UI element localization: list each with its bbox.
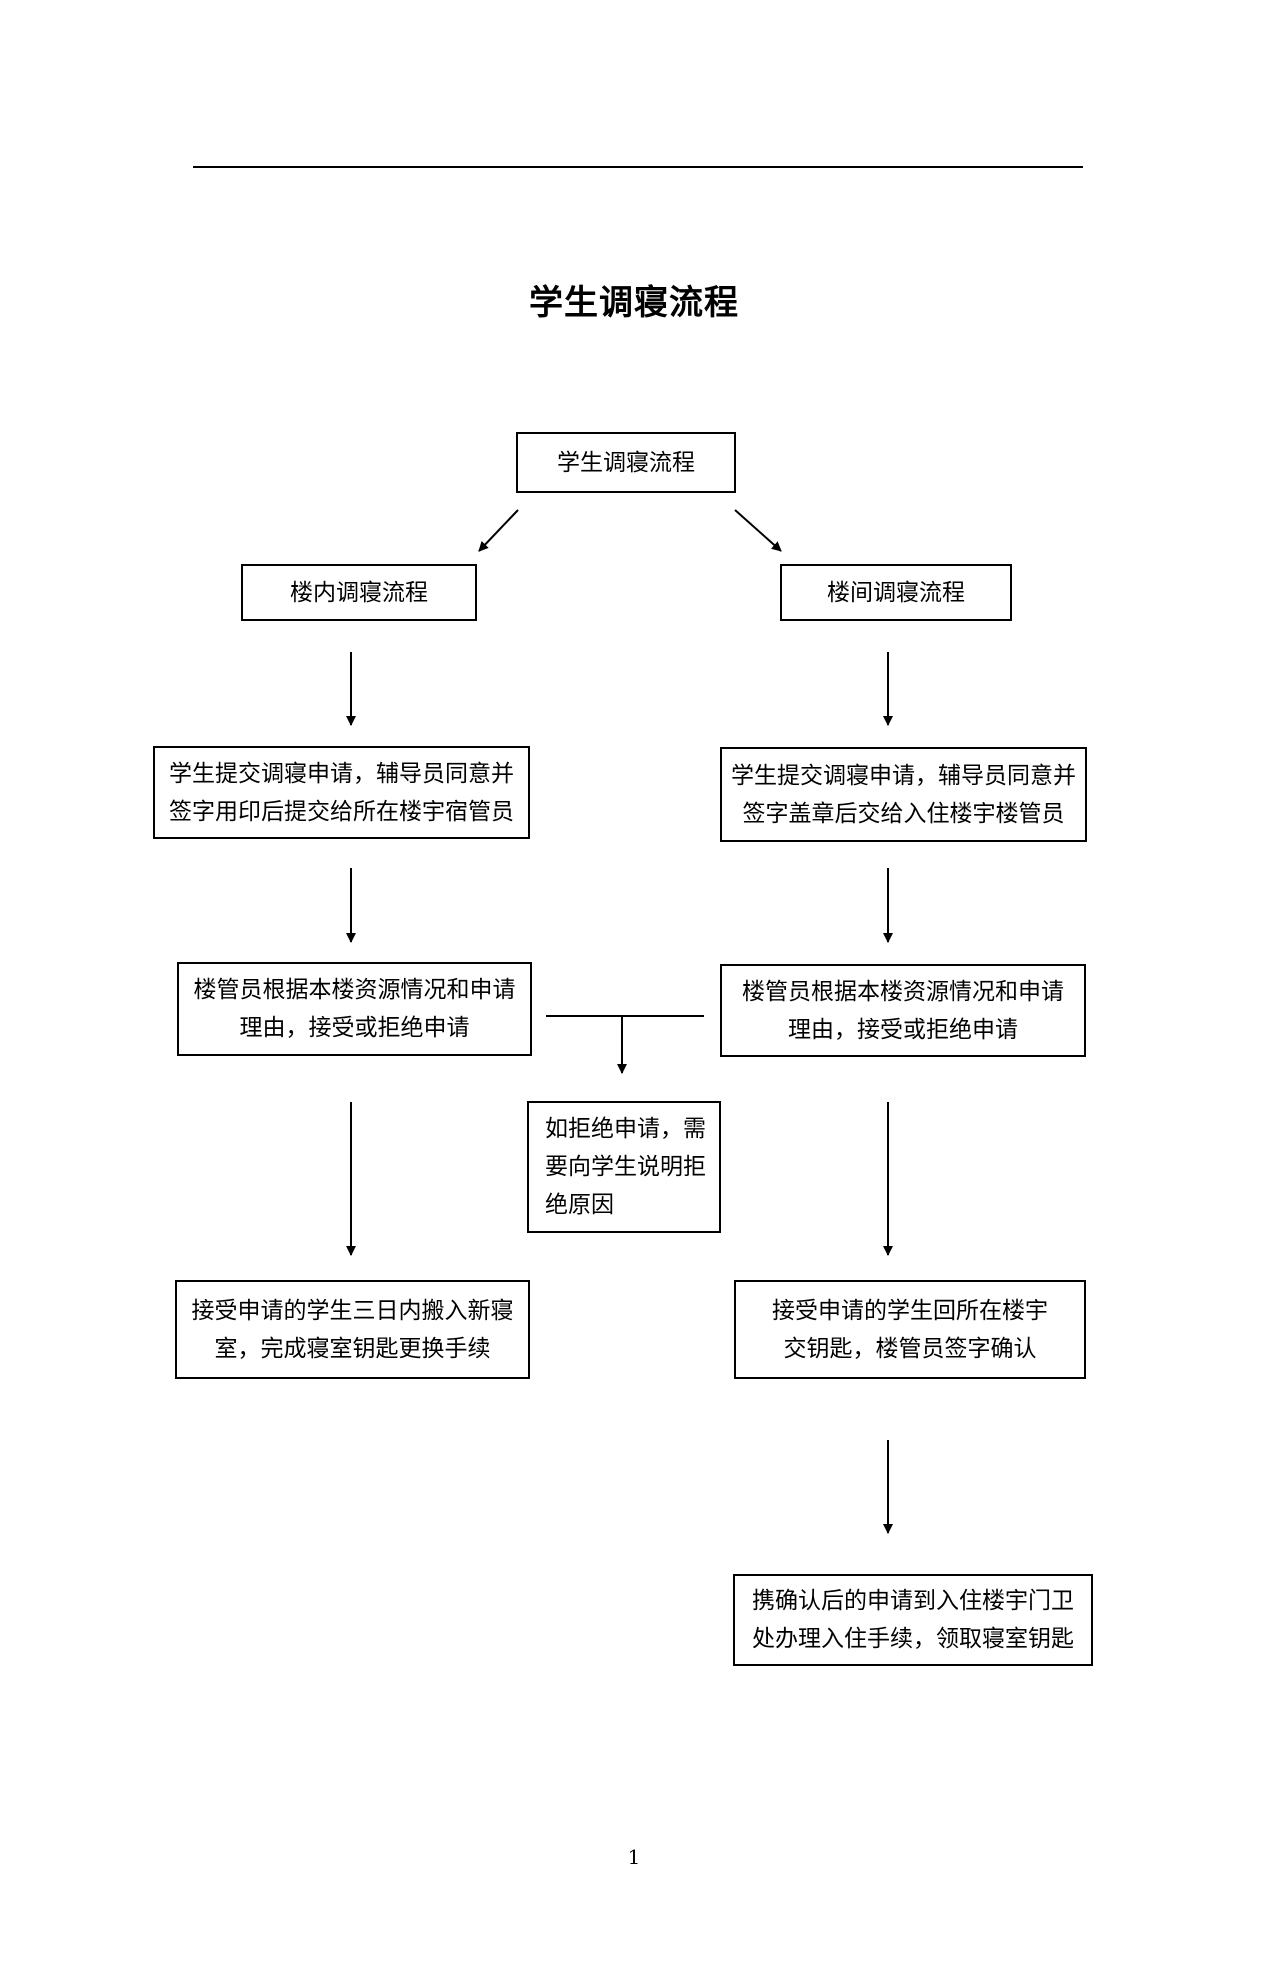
arrow-root-to-right <box>734 509 782 552</box>
left-step1-line2: 签字用印后提交给所在楼宇宿管员 <box>169 798 514 825</box>
right-branch-heading-label: 楼间调寝流程 <box>827 579 965 606</box>
left-step1-box: 学生提交调寝申请，辅导员同意并 签字用印后提交给所在楼宇宿管员 <box>153 746 530 839</box>
document-title: 学生调寝流程 <box>529 283 739 323</box>
right-step4-line1: 携确认后的申请到入住楼宇门卫 <box>752 1588 1074 1614</box>
right-step1-box: 学生提交调寝申请，辅导员同意并 签字盖章后交给入住楼宇楼管员 <box>720 747 1087 842</box>
right-step3-line2: 交钥匙，楼管员签字确认 <box>783 1335 1037 1362</box>
left-step1-line1: 学生提交调寝申请，辅导员同意并 <box>169 760 514 787</box>
left-branch-heading: 楼内调寝流程 <box>241 564 477 621</box>
rejection-note-line1: 如拒绝申请，需 <box>545 1116 706 1142</box>
right-step3-line1: 接受申请的学生回所在楼宇 <box>772 1297 1048 1324</box>
left-step3-line2: 室，完成寝室钥匙更换手续 <box>214 1335 491 1362</box>
page-number: 1 <box>627 1845 641 1869</box>
left-step2-line2: 理由，接受或拒绝申请 <box>239 1015 470 1041</box>
right-step4-line2: 处办理入住手续，领取寝室钥匙 <box>752 1626 1074 1652</box>
arrow-root-to-left <box>478 509 519 552</box>
left-branch-heading-label: 楼内调寝流程 <box>290 579 428 606</box>
header-rule <box>193 166 1083 168</box>
left-step2-box: 楼管员根据本楼资源情况和申请 理由，接受或拒绝申请 <box>177 962 532 1056</box>
rejection-note-line3: 绝原因 <box>545 1192 614 1218</box>
right-step3-box: 接受申请的学生回所在楼宇 交钥匙，楼管员签字确认 <box>734 1280 1086 1379</box>
right-step1-line1: 学生提交调寝申请，辅导员同意并 <box>731 762 1076 789</box>
rejection-note-line2: 要向学生说明拒 <box>545 1154 706 1180</box>
right-step4-box: 携确认后的申请到入住楼宇门卫 处办理入住手续，领取寝室钥匙 <box>733 1574 1093 1666</box>
right-branch-heading: 楼间调寝流程 <box>780 564 1012 621</box>
root-node-label: 学生调寝流程 <box>557 449 695 476</box>
root-node: 学生调寝流程 <box>516 432 736 493</box>
right-step2-line1: 楼管员根据本楼资源情况和申请 <box>742 978 1064 1005</box>
right-step1-line2: 签字盖章后交给入住楼宇楼管员 <box>742 800 1065 827</box>
right-step2-line2: 理由，接受或拒绝申请 <box>788 1016 1018 1043</box>
left-step3-line1: 接受申请的学生三日内搬入新寝 <box>191 1297 514 1324</box>
right-step2-box: 楼管员根据本楼资源情况和申请 理由，接受或拒绝申请 <box>720 964 1086 1057</box>
left-step3-box: 接受申请的学生三日内搬入新寝 室，完成寝室钥匙更换手续 <box>175 1280 530 1379</box>
left-step2-line1: 楼管员根据本楼资源情况和申请 <box>193 977 516 1003</box>
rejection-note-box: 如拒绝申请，需 要向学生说明拒 绝原因 <box>527 1101 721 1233</box>
